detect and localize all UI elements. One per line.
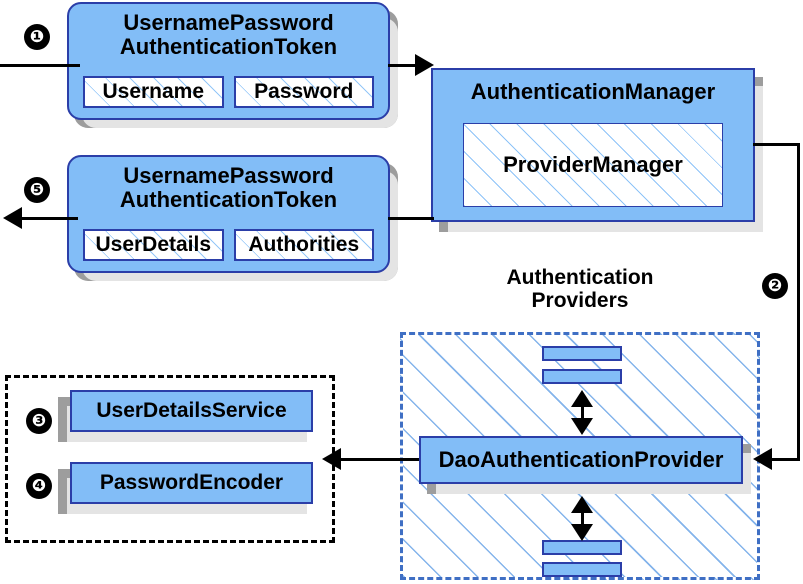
step-badge-1: ❶ [24, 24, 50, 50]
step-badge-5: ❺ [24, 177, 50, 203]
connector-outgoing-response [22, 217, 78, 220]
password-encoder-label: PasswordEncoder [99, 470, 284, 494]
connector-top-providers-link [581, 396, 584, 422]
collapsed-provider-bar-top-1[interactable] [542, 346, 622, 361]
result-token-field-userdetails: UserDetails [83, 229, 224, 261]
step-badge-2: ❷ [762, 273, 788, 299]
result-token-title-line2: AuthenticationToken [119, 186, 338, 212]
arrowhead-up-bottom-link [571, 496, 593, 513]
dao-authentication-provider-box[interactable]: DaoAuthenticationProvider [419, 436, 743, 484]
authentication-providers-caption: Authentication Providers [430, 266, 730, 312]
arrowhead-token-to-manager [415, 54, 434, 76]
user-details-service-label: UserDetailsService [96, 398, 287, 422]
provider-manager-box[interactable]: ProviderManager [463, 123, 723, 207]
connector-into-dao-provider [772, 458, 800, 461]
step-badge-4: ❹ [26, 473, 52, 499]
arrowhead-up-top-link [571, 390, 593, 407]
request-token-title-line2: AuthenticationToken [119, 33, 338, 59]
request-token-title-line1: UsernamePassword [123, 10, 334, 35]
result-token-field-authorities: Authorities [233, 229, 374, 261]
arrowhead-dao-to-dependencies [322, 448, 341, 470]
request-token-field-password: Password [233, 76, 374, 108]
connector-bottom-providers-link [581, 502, 584, 528]
dao-provider-label: DaoAuthenticationProvider [438, 447, 724, 473]
step-badge-3: ❸ [26, 408, 52, 434]
result-token-fields: UserDetails Authorities [83, 229, 374, 261]
arrowhead-outgoing-response [3, 207, 22, 229]
request-token-card[interactable]: UsernamePassword AuthenticationToken Use… [67, 2, 390, 120]
connector-manager-down-leg [797, 143, 800, 460]
request-token-fields: Username Password [83, 76, 374, 108]
collapsed-provider-bar-top-2[interactable] [542, 369, 622, 384]
connector-manager-right-stub [753, 143, 800, 146]
collapsed-provider-bar-bottom-1[interactable] [542, 540, 622, 555]
request-token-field-username: Username [83, 76, 224, 108]
user-details-service-box[interactable]: UserDetailsService [70, 390, 313, 432]
password-encoder-box[interactable]: PasswordEncoder [70, 462, 313, 504]
providers-caption-line2: Providers [531, 289, 629, 313]
connector-incoming-request [0, 64, 80, 67]
connector-manager-to-result-token [388, 217, 434, 220]
result-token-title-line1: UsernamePassword [123, 163, 334, 188]
authentication-manager-box[interactable]: AuthenticationManager ProviderManager [431, 68, 755, 222]
connector-token-to-manager [388, 64, 420, 67]
arrowhead-down-bottom-link [571, 524, 593, 541]
result-token-card[interactable]: UsernamePassword AuthenticationToken Use… [67, 155, 390, 273]
arrowhead-down-top-link [571, 418, 593, 435]
connector-dao-to-dependencies [341, 458, 419, 461]
collapsed-provider-bar-bottom-2[interactable] [542, 562, 622, 577]
providers-caption-line1: Authentication [506, 266, 654, 289]
authentication-manager-title: AuthenticationManager [470, 79, 716, 104]
arrowhead-into-dao-provider [753, 448, 772, 470]
